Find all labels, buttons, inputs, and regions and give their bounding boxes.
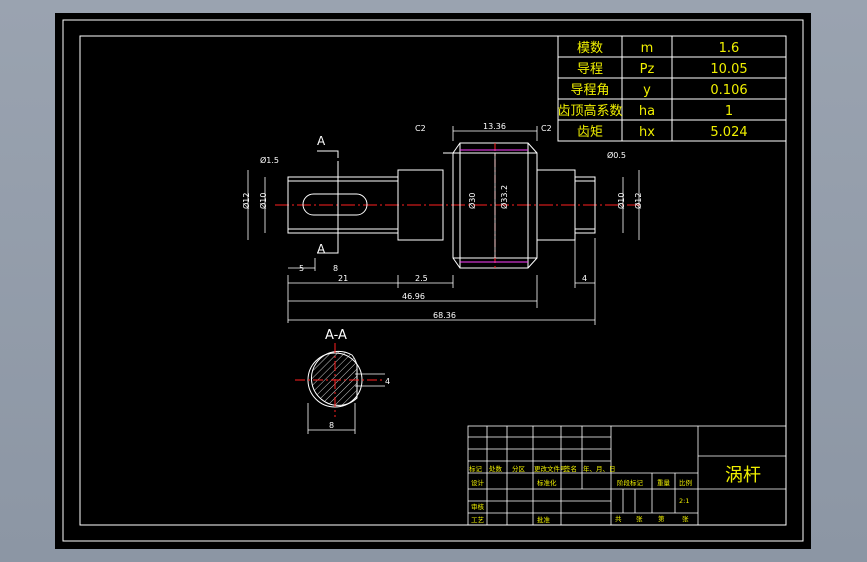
dim-dia-left-inner: Ø10 [258,193,268,209]
dim-dia-right-outer: Ø12 [633,193,643,209]
param-name: 齿顶高系数 [557,103,622,119]
param-name: 模数 [577,41,603,56]
inner-frame [79,35,787,526]
worm-shaft-main-view [275,142,640,269]
outer-frame [62,19,804,542]
dim-8: 8 [333,264,338,273]
chamfer-right-label: C2 [541,124,552,133]
param-symbol: ha [639,104,655,119]
part-name: 涡杆 [725,465,761,486]
param-value: 0.106 [710,83,747,98]
tb-header: 分区 [512,464,526,473]
chamfer-left-label: C2 [415,124,426,133]
dim-dia-gear-root: Ø30 [467,193,477,209]
section-dim-4: 4 [385,377,390,386]
section-view-a-a: A-A 4 8 [295,328,390,434]
tb-scale-value: 2:1 [679,497,689,505]
tb-sheet-total-label: 共 [615,514,622,523]
tb-sheet-no-suffix: 张 [682,514,689,523]
cad-viewport: 模数 导程 导程角 齿顶高系数 齿矩 m Pz y ha hx 1.6 10.0… [55,13,811,549]
param-name: 导程 [577,62,603,77]
keyway-slot [302,193,368,216]
tb-stage-label: 阶段标记 [617,478,644,487]
tb-header: 年、月、日 [583,464,616,473]
param-value: 5.024 [710,125,747,140]
param-name: 导程角 [570,83,609,98]
tb-weight-label: 重量 [657,479,671,487]
dim-46-96: 46.96 [402,292,425,301]
param-value: 10.05 [710,62,747,77]
dim-dia-right-inner: Ø10 [616,193,626,209]
dim-dia-gear-pitch: Ø33.2 [499,185,509,209]
tb-approve-label: 批准 [537,515,551,524]
params-table [557,35,787,142]
dim-5: 5 [299,264,304,273]
param-name: 齿矩 [577,125,603,140]
dim-top-width: 13.36 [483,122,506,131]
tb-sheet-no-label: 第 [658,514,665,523]
param-value: 1 [725,104,733,119]
drawing-canvas: 模数 导程 导程角 齿顶高系数 齿矩 m Pz y ha hx 1.6 10.0… [62,19,804,542]
dim-68-36: 68.36 [433,311,456,320]
radius-right-label: Ø0.5 [607,150,626,160]
param-symbol: hx [639,125,655,140]
dimension-lines [247,126,640,325]
section-dim-8: 8 [329,421,334,430]
param-symbol: m [641,41,654,56]
tb-review-label: 审核 [471,502,485,511]
param-symbol: y [643,83,651,98]
shoulder-segment [397,169,444,241]
dim-21: 21 [338,274,348,283]
param-symbol: Pz [640,62,655,77]
section-view-title: A-A [325,328,347,343]
title-block [467,425,787,526]
dim-dia-left-outer: Ø12 [241,193,251,209]
tb-header: 标记 [469,464,483,473]
dim-2-5: 2.5 [415,274,428,283]
tb-header: 签名 [564,464,577,473]
tb-header: 更改文件号 [534,464,567,473]
dim-4-right: 4 [582,274,587,283]
param-value: 1.6 [719,41,740,56]
section-label-bottom: A [317,242,326,256]
tb-process-label: 工艺 [471,516,485,524]
section-hatch [310,350,358,406]
right-shaft-segment [574,176,596,234]
section-label-top: A [317,134,326,148]
tb-header: 处数 [489,464,503,473]
tb-design-label: 设计 [471,478,485,487]
tb-sheet-label: 张 [636,514,643,523]
radius-left-label: Ø1.5 [260,155,279,165]
tb-standardize-label: 标准化 [537,478,557,487]
tb-scale-label: 比例 [679,478,692,487]
